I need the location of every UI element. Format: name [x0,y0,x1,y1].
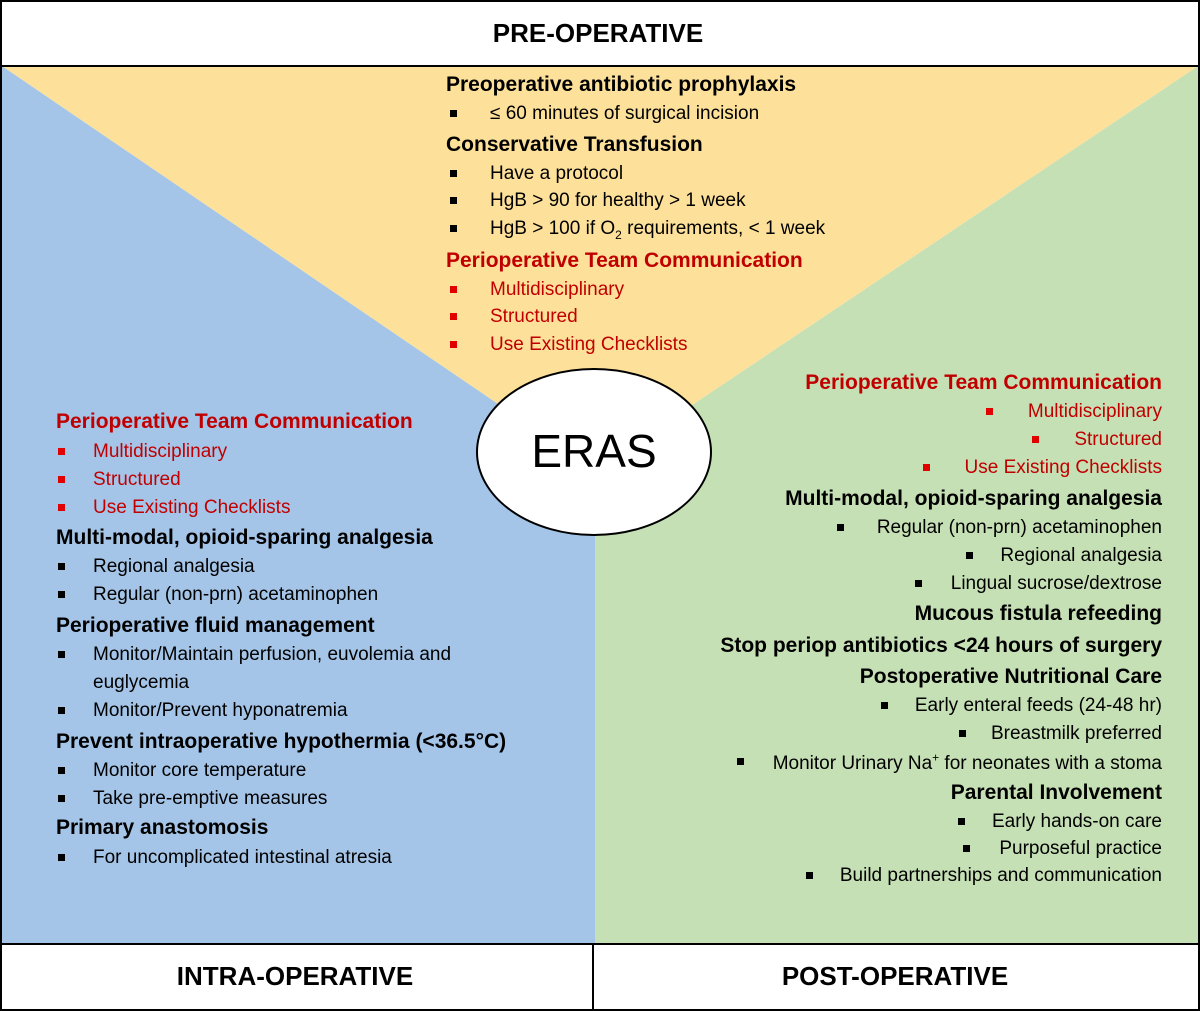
bullet-icon [450,313,457,320]
list-item: Early enteral feeds (24-48 hr) [880,696,1162,715]
bullet-icon [58,651,65,658]
heading-primary-anastomosis: Primary anastomosis [56,816,269,839]
bullet-icon [450,197,457,204]
list-item: Multidisciplinary [985,402,1162,421]
bullet-icon [450,170,457,177]
intra-operative-region [2,66,595,944]
bullet-icon [736,758,744,765]
bullet-icon [957,818,965,825]
eras-ellipse [476,368,712,536]
heading-analgesia: Multi-modal, opioid-sparing analgesia [56,526,433,549]
heading-stop-antibiotics: Stop periop antibiotics <24 hours of sur… [720,634,1162,657]
heading-team-communication: Perioperative Team Communication [446,249,803,272]
bullet-icon [922,464,930,471]
list-item: Use Existing Checklists [922,458,1162,477]
heading-parental-involvement: Parental Involvement [950,781,1162,804]
bullet-icon [58,504,65,511]
bullet-icon [985,408,993,415]
heading-team-communication: Perioperative Team Communication [56,410,413,433]
list-item: Monitor Urinary Na+ for neonates with a … [736,752,1162,773]
bullet-icon [58,591,65,598]
heading-antibiotic-prophylaxis: Preoperative antibiotic prophylaxis [446,73,797,96]
list-item: Breastmilk preferred [958,724,1162,743]
list-item: Build partnerships and communication [805,866,1162,885]
bullet-icon [450,286,457,293]
bullet-icon [58,476,65,483]
list-item: Regional analgesia [966,546,1162,565]
intra-operative-title: INTRA-OPERATIVE [176,961,414,991]
list-item: Regular (non-prn) acetaminophen [836,518,1162,537]
bullet-icon [58,795,65,802]
pre-operative-region [2,66,1198,470]
heading-fluid-management: Perioperative fluid management [56,614,375,637]
bullet-icon [914,580,922,587]
bullet-icon [58,707,65,714]
bullet-icon [1032,436,1040,443]
bullet-icon [963,845,971,852]
list-item: Structured [1032,430,1162,449]
heading-mucous-fistula: Mucous fistula refeeding [914,602,1162,625]
bullet-icon [450,225,457,232]
heading-conservative-transfusion: Conservative Transfusion [446,133,703,156]
bullet-icon [58,854,65,861]
post-operative-region [595,66,1198,944]
heading-team-communication: Perioperative Team Communication [805,371,1162,394]
pre-operative-title: PRE-OPERATIVE [492,18,704,48]
bullet-icon [58,563,65,570]
list-item: Purposeful practice [963,839,1162,858]
eras-label: ERAS [531,425,657,477]
bullet-icon [805,872,813,879]
bullet-icon [880,702,888,709]
heading-analgesia: Multi-modal, opioid-sparing analgesia [785,487,1162,510]
heading-nutritional-care: Postoperative Nutritional Care [859,665,1162,688]
bullet-icon [450,110,457,117]
bullet-icon [58,448,65,455]
bullet-icon [836,524,844,531]
post-operative-title: POST-OPERATIVE [781,961,1009,991]
bullet-icon [958,730,966,737]
list-item: Early hands-on care [957,812,1162,831]
bullet-icon [450,341,457,348]
heading-hypothermia: Prevent intraoperative hypothermia (<36.… [56,730,507,753]
bullet-icon [58,767,65,774]
list-item: Lingual sucrose/dextrose [914,574,1162,593]
bullet-icon [966,552,974,559]
